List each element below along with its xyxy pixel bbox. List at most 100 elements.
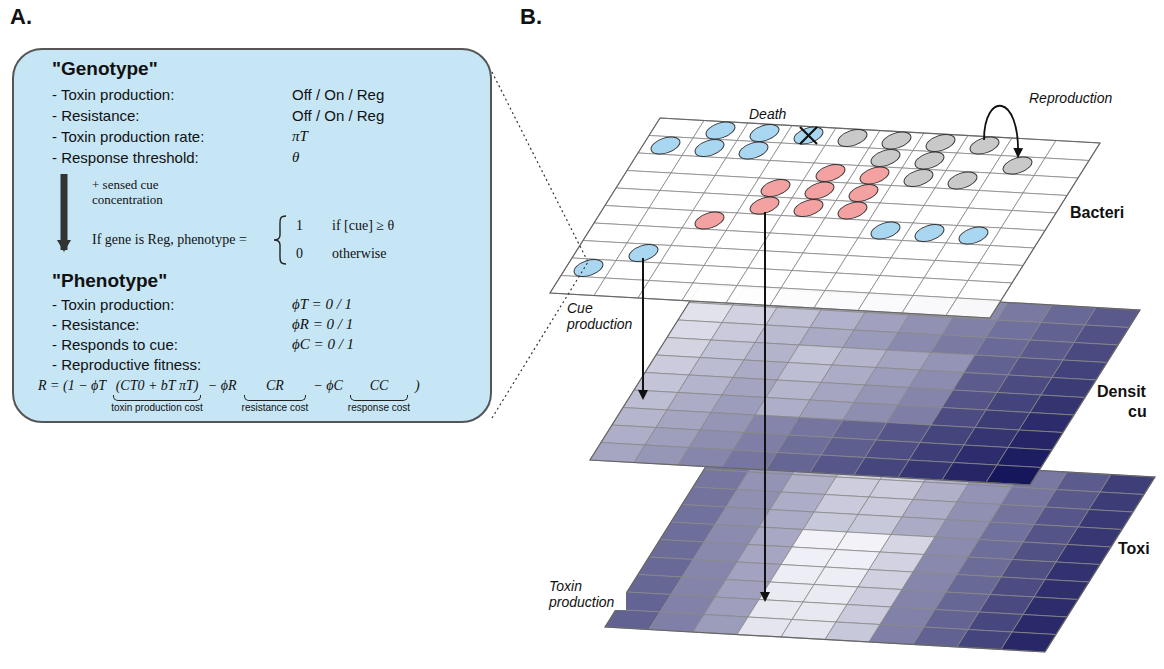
formula-group: CRresistance cost <box>242 378 309 413</box>
grid-cell <box>1041 378 1096 398</box>
grid-cell <box>1078 510 1133 530</box>
bacterium <box>902 166 935 190</box>
grid-cell <box>1074 325 1129 345</box>
bacterium <box>737 139 770 163</box>
brace-label: response cost <box>348 402 410 413</box>
formula-group: ) <box>415 378 420 394</box>
formula-part: (CT0 + bT πT) <box>116 378 199 394</box>
panel-text: otherwise <box>332 246 386 262</box>
grid-cell <box>968 263 1023 283</box>
panel-text: - Resistance: <box>52 107 140 124</box>
label: Toxi <box>1118 540 1150 558</box>
label: Reproduction <box>1028 90 1113 106</box>
formula-part: R = (1 − ϕT <box>38 378 106 394</box>
bacterium <box>792 196 825 220</box>
formula-group: CC response cost <box>348 378 410 413</box>
bacterium <box>847 181 880 205</box>
label: Densit <box>1097 383 1146 401</box>
bacterium <box>814 161 847 185</box>
grid-cell <box>1012 193 1067 213</box>
panel-text: θ <box>292 149 299 166</box>
grid-cell <box>1030 395 1085 415</box>
underbrace <box>244 395 307 401</box>
panel-text: 0 <box>296 246 303 262</box>
death-cross <box>800 127 817 144</box>
fitness-formula: R = (1 − ϕT (CT0 + bT πT)toxin production… <box>38 378 420 413</box>
bacterium <box>836 126 869 150</box>
bacterium <box>803 179 836 203</box>
bacterium <box>924 131 957 155</box>
label: Cue production <box>566 300 638 332</box>
formula-group: − ϕR <box>208 378 237 394</box>
info-panel: "Genotype"- Toxin production:Off / On / … <box>12 48 492 423</box>
panel-text: - Resistance: <box>52 316 140 333</box>
bacterium <box>572 256 605 280</box>
grid-cell <box>1100 475 1155 495</box>
grid-cell <box>1045 141 1100 161</box>
panel-text: - Toxin production: <box>52 296 174 313</box>
formula-group: − ϕC <box>313 378 343 394</box>
panel-text: - Response threshold: <box>52 149 199 166</box>
formula-part: − ϕC <box>313 378 343 394</box>
grid-cell <box>1019 413 1074 433</box>
bacterium <box>957 224 990 248</box>
dotted-leader <box>492 72 588 262</box>
bacterium <box>759 176 792 200</box>
bacterium <box>748 121 781 145</box>
panel-text: "Phenotype" <box>52 270 167 292</box>
bacteria-cells <box>572 119 1034 280</box>
label: B. <box>520 4 542 29</box>
grid-cell <box>1045 562 1100 582</box>
grid-cell <box>1089 492 1144 512</box>
grid-cell <box>990 228 1045 248</box>
toxin-arrow <box>764 212 766 600</box>
bacterium <box>1001 154 1034 178</box>
bacterium <box>913 221 946 245</box>
label: A. <box>10 4 32 29</box>
brace-label: resistance cost <box>242 402 309 413</box>
bacterium <box>880 129 913 153</box>
grid-cell <box>1052 360 1107 380</box>
down-arrow <box>61 174 68 250</box>
panel-text: If gene is Reg, phenotype = <box>92 232 247 248</box>
grid-cell <box>1023 176 1078 196</box>
grid-cell <box>1034 158 1089 178</box>
bacterium <box>869 219 902 243</box>
panel-text: Off / On / Reg <box>292 107 384 124</box>
panel-text: + sensed cue concentration <box>92 178 202 208</box>
formula-part: ) <box>415 378 420 394</box>
grid-cell <box>979 246 1034 266</box>
grid-cell <box>1001 632 1056 652</box>
bacterium <box>704 119 737 143</box>
grid-cell <box>1034 580 1089 600</box>
formula-part: CC <box>370 378 389 394</box>
grid-border <box>590 285 1140 485</box>
grid-cell <box>997 448 1052 468</box>
formula-group: (CT0 + bT πT)toxin production cost <box>111 378 203 413</box>
panel-text: - Responds to cue: <box>52 336 178 353</box>
grid-cell <box>1012 615 1067 635</box>
label: Death <box>748 106 787 122</box>
grid-cell <box>1023 597 1078 617</box>
formula-part: − ϕR <box>208 378 237 394</box>
grid-cell <box>1067 527 1122 547</box>
grid-cell <box>1085 308 1140 328</box>
grid-border <box>605 452 1155 652</box>
grid-cell <box>1001 211 1056 231</box>
underbrace <box>350 395 408 401</box>
panel-text: ϕT = 0 / 1 <box>292 296 352 313</box>
bacterium <box>649 134 682 158</box>
formula-group: R = (1 − ϕT <box>38 378 106 394</box>
panel-text: if [cue] ≥ θ <box>332 218 394 234</box>
panel-text: Off / On / Reg <box>292 86 384 103</box>
panel-text: - Toxin production rate: <box>52 128 204 145</box>
grid-cell <box>957 281 1012 301</box>
bacterium <box>792 124 825 148</box>
reproduction-arrow <box>984 106 1018 156</box>
grid-cell <box>1008 430 1063 450</box>
cue-arrow <box>642 258 644 398</box>
bacterium <box>693 209 726 233</box>
bacterium <box>869 146 902 170</box>
panel-text: - Reproductive fitness: <box>52 356 201 373</box>
grid-cell <box>1056 545 1111 565</box>
